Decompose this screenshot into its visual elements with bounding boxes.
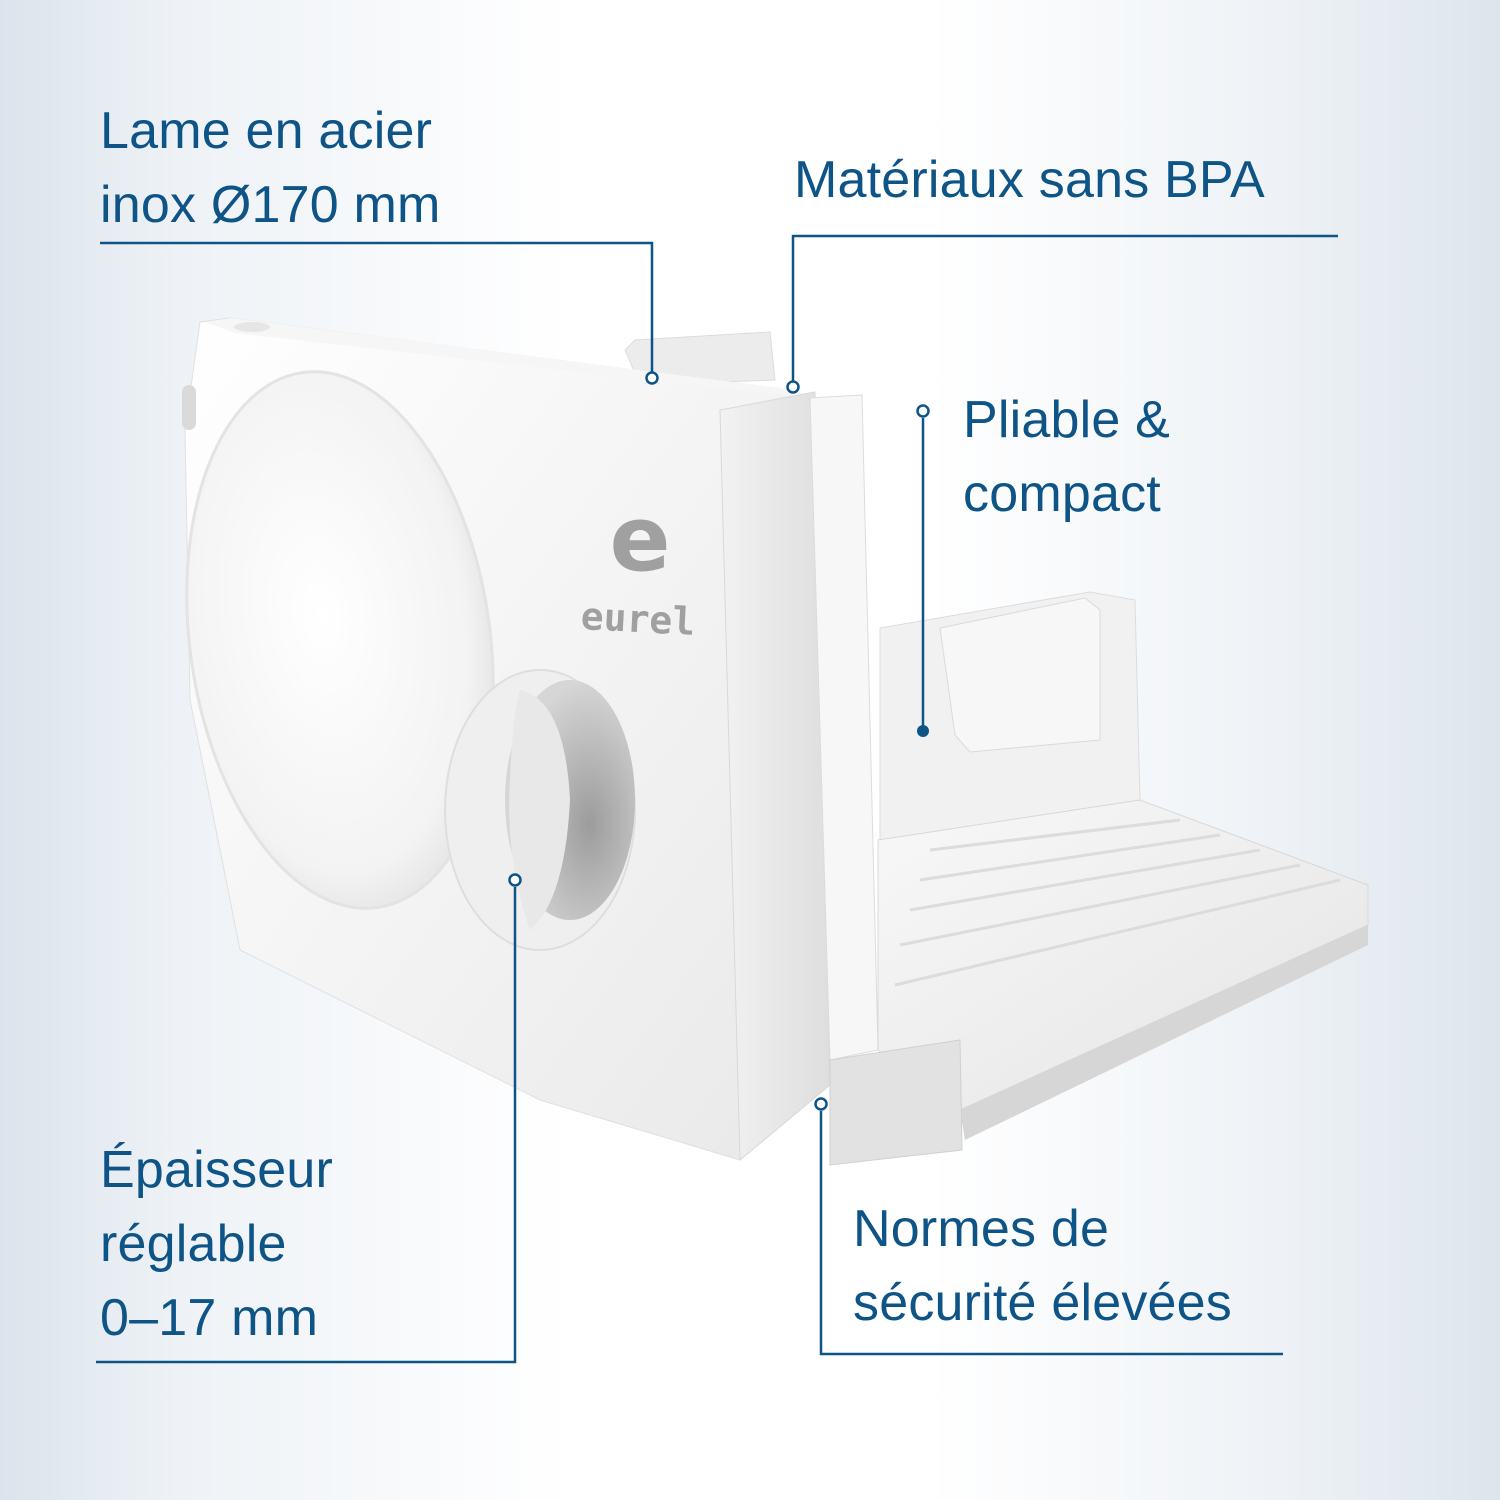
thickness-knob <box>444 669 636 951</box>
eurel-logo: e eurel <box>580 487 697 644</box>
callout-safety: Normes de sécurité élevées <box>853 1192 1232 1340</box>
callout-foldable-line-1: Pliable & <box>963 391 1171 449</box>
callout-thickness-line-3: 0–17 mm <box>100 1289 319 1347</box>
logo-e-icon: e <box>609 487 670 592</box>
side-plate <box>719 391 879 1162</box>
ribbed-tray <box>877 799 1369 1140</box>
callout-blade: Lame en acier inox Ø170 mm <box>100 94 441 242</box>
callout-materials: Matériaux sans BPA <box>794 143 1265 217</box>
callout-safety-line-1: Normes de <box>853 1200 1110 1258</box>
callout-materials-line-1: Matériaux sans BPA <box>794 151 1265 209</box>
logo-wordmark: eurel <box>580 594 697 644</box>
callout-safety-line-2: sécurité élevées <box>853 1274 1232 1332</box>
food-pusher <box>879 591 1141 841</box>
callout-foldable: Pliable & compact <box>963 383 1170 531</box>
base-block <box>829 1039 963 1166</box>
callout-blade-line-2: inox Ø170 mm <box>100 176 441 234</box>
callout-thickness-line-1: Épaisseur <box>100 1141 334 1199</box>
callout-thickness-line-2: réglable <box>100 1215 287 1273</box>
callout-blade-line-1: Lame en acier <box>100 102 433 160</box>
callout-foldable-line-2: compact <box>963 465 1161 523</box>
callout-thickness: Épaisseur réglable 0–17 mm <box>100 1133 333 1355</box>
